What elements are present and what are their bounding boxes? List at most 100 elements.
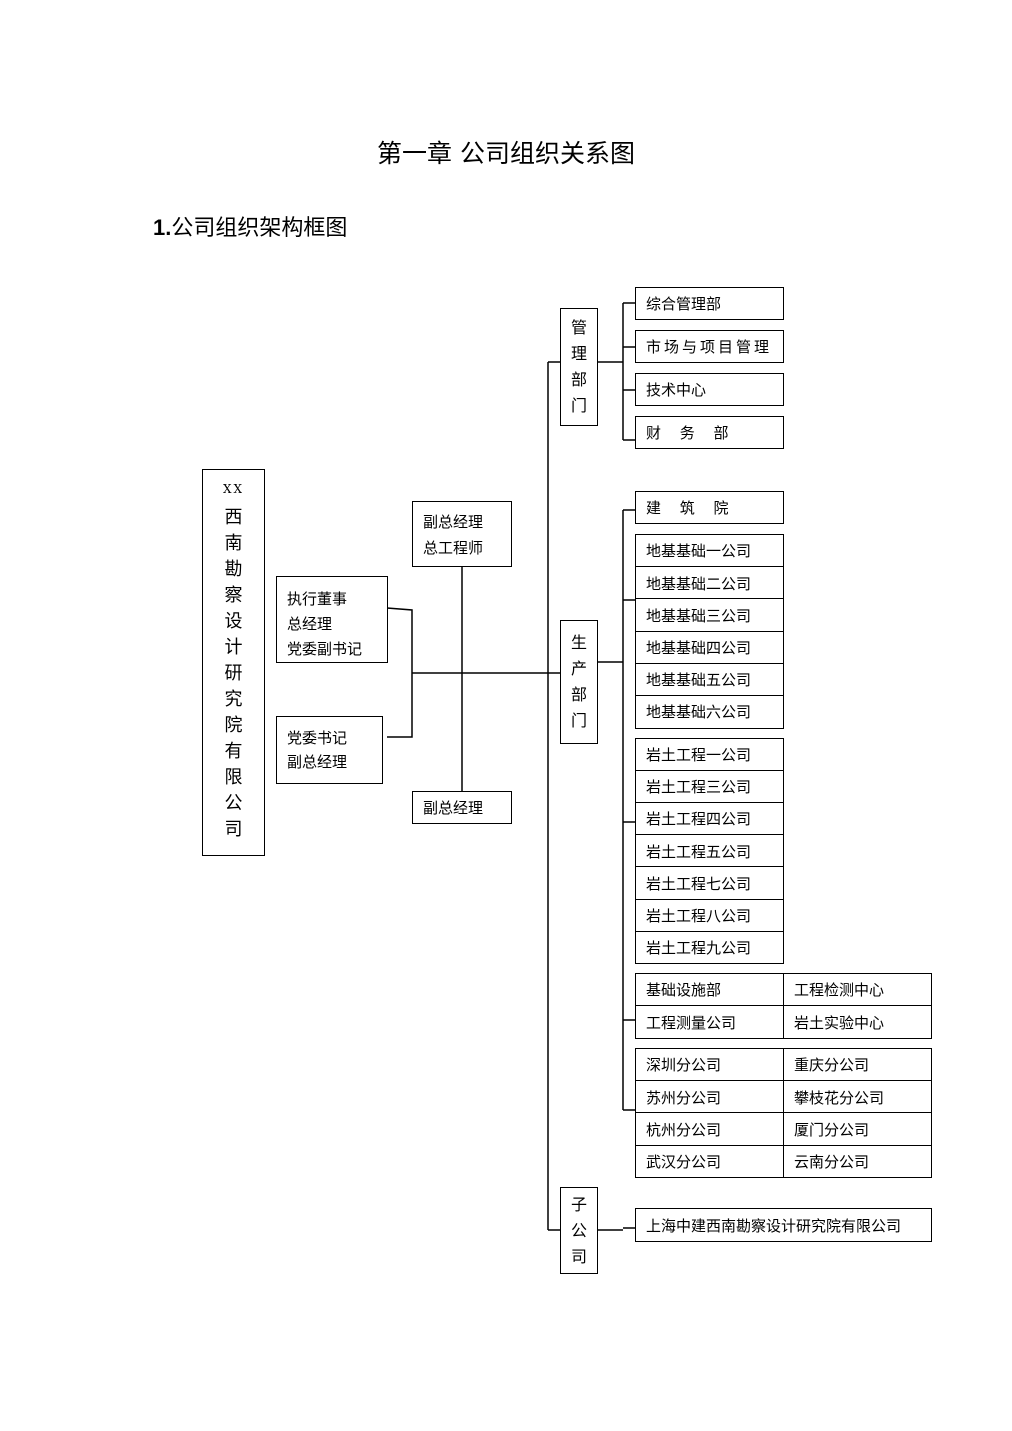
deputy-manager-title: 副总经理 [423,799,484,817]
root-company-name-char: 设 [224,610,243,632]
branch-office-box: 重庆分公司 [783,1048,932,1082]
management-label-char: 门 [570,396,587,415]
unit-label: 杭州分公司 [646,1120,722,1139]
unit-label: 岩土工程七公司 [646,874,752,893]
specialized-unit-box: 工程测量公司 [635,1005,785,1039]
specialized-unit-box: 岩土实验中心 [783,1005,932,1039]
unit-label: 岩土工程三公司 [646,778,752,797]
deputy-manager-box: 副总经理 [412,791,512,824]
connector-leaders [386,607,413,738]
production-label-char: 生 [570,633,587,652]
unit-label: 云南分公司 [794,1152,870,1171]
unit-label: 岩土工程五公司 [646,842,752,861]
executive-title-1: 执行董事 [287,590,348,608]
executive-title-3: 党委副书记 [287,640,363,658]
geotechnical-company-box: 岩土工程三公司 [635,770,784,804]
production-department-box: 生产部门 [560,620,598,744]
root-company-name-char: 西 [224,506,243,528]
unit-label: 武汉分公司 [646,1152,722,1171]
foundation-company-box: 地基基础四公司 [635,630,784,665]
unit-tech-center: 技术中心 [635,373,784,406]
branch-office-box: 攀枝花分公司 [783,1080,932,1114]
unit-label: 地基基础六公司 [646,703,752,722]
unit-label: 地基基础五公司 [646,671,752,690]
unit-label: 岩土工程四公司 [646,810,752,829]
subsidiary-shanghai: 上海中建西南勘察设计研究院有限公司 [635,1208,932,1242]
management-label-char: 理 [570,344,587,363]
specialized-unit-box: 基础设施部 [635,973,785,1007]
deputy-title: 副总经理 [423,513,484,531]
geotechnical-company-box: 岩土工程七公司 [635,866,784,900]
branch-office-box: 云南分公司 [783,1144,932,1179]
branch-office-box: 苏州分公司 [635,1080,785,1114]
geotechnical-company-box: 岩土工程四公司 [635,802,784,836]
foundation-company-box: 地基基础二公司 [635,566,784,600]
section-title: 公司组织架构框图 [171,216,348,241]
branch-office-box: 深圳分公司 [635,1048,785,1082]
management-department-box: 管理部门 [560,308,598,426]
geotechnical-company-box: 岩土工程八公司 [635,898,784,933]
root-company-name-char: 院 [224,714,243,736]
unit-architecture: 建 筑 院 [635,491,784,524]
foundation-company-box: 地基基础一公司 [635,534,784,568]
party-secretary-title-1: 党委书记 [287,729,348,747]
geotechnical-company-box: 岩土工程九公司 [635,930,784,965]
unit-label: 苏州分公司 [646,1088,722,1107]
production-label-char: 产 [570,659,587,678]
unit-label: 岩土工程八公司 [646,906,752,925]
unit-market-project: 市场与项目管理 [635,330,784,363]
unit-label: 地基基础一公司 [646,542,752,561]
geotechnical-company-box: 岩土工程五公司 [635,834,784,868]
branch-office-box: 厦门分公司 [783,1112,932,1147]
foundation-company-box: 地基基础五公司 [635,662,784,697]
unit-label: 地基基础四公司 [646,638,752,657]
unit-label: 基础设施部 [646,981,722,1000]
party-secretary-box: 党委书记 副总经理 [276,716,383,784]
root-company-name-char: 南 [224,532,243,554]
unit-finance: 财 务 部 [635,416,784,449]
root-company-name-char: 司 [224,818,243,840]
unit-label: 岩土实验中心 [794,1013,885,1032]
chapter-title: 第一章 公司组织关系图 [377,139,635,168]
geotechnical-company-box: 岩土工程一公司 [635,738,784,772]
unit-label: 上海中建西南勘察设计研究院有限公司 [646,1216,902,1235]
subsidiary-department-box: 子公司 [560,1187,598,1274]
executive-title-2: 总经理 [287,615,333,633]
specialized-unit-box: 工程检测中心 [783,973,932,1007]
production-label-char: 门 [570,711,587,730]
unit-label: 地基基础三公司 [646,606,752,625]
unit-label: 综合管理部 [646,295,722,313]
unit-label: 重庆分公司 [794,1056,870,1075]
root-company-name-char: 勘 [224,558,243,580]
branch-office-box: 杭州分公司 [635,1112,785,1147]
root-company-name-char: 限 [224,766,243,788]
management-label-char: 部 [570,370,587,389]
root-company-name-char: 研 [224,662,243,684]
root-company-name: 西南勘察设计研究院有限公司 [225,505,243,843]
subsidiary-label-char: 公 [570,1220,587,1240]
unit-label: 岩土工程九公司 [646,938,752,957]
root-company-name-char: 有 [224,740,243,762]
root-company-name-char: 计 [224,636,243,658]
unit-general-management: 综合管理部 [635,287,784,320]
deputy-chief-engineer-box: 副总经理 总工程师 [412,501,512,567]
party-secretary-title-2: 副总经理 [287,753,348,771]
unit-label: 攀枝花分公司 [794,1088,885,1107]
subsidiary-label-char: 子 [570,1194,587,1214]
branch-office-box: 武汉分公司 [635,1144,785,1179]
root-company-name-char: 察 [224,584,243,606]
production-label-char: 部 [570,685,587,704]
root-company-name-char: 公 [224,792,243,814]
unit-label: 厦门分公司 [794,1120,870,1139]
unit-label: 工程测量公司 [646,1013,737,1032]
unit-label: 财 务 部 [646,424,736,442]
section-number: 1. [153,215,172,240]
root-company-name-char: 究 [224,688,243,710]
management-label-char: 管 [570,318,587,337]
section-heading: 1.公司组织架构框图 [153,210,347,242]
unit-label: 深圳分公司 [646,1056,722,1075]
unit-label: 工程检测中心 [794,981,885,1000]
unit-label: 岩土工程一公司 [646,746,752,765]
unit-label: 技术中心 [646,381,707,399]
